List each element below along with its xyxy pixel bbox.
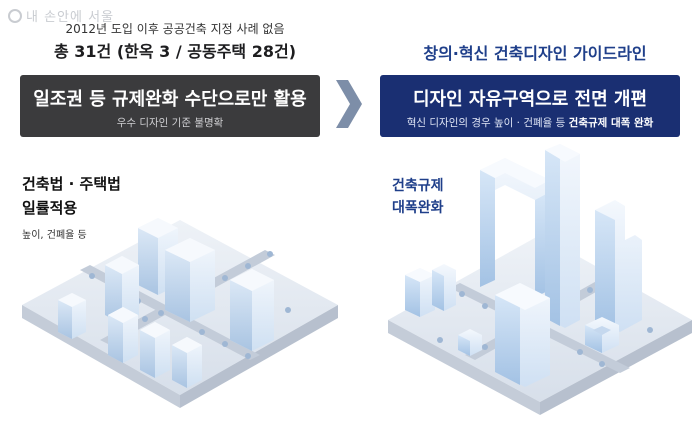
right-city-label: 건축규제 대폭완화 (392, 175, 444, 219)
left-label-line2: 일률적용 (22, 199, 78, 217)
new-policy-sub: 혁신 디자인의 경우 높이 · 건폐율 등 건축규제 대폭 완화 (406, 117, 654, 129)
left-subtitle: 2012년 도입 이후 공공건축 지정 사례 없음 (65, 22, 285, 36)
watermark: 내 손안에 서울 (8, 6, 114, 25)
chevron-right-icon (336, 80, 362, 128)
current-status-box: 일조권 등 규제완화 수단으로만 활용 우수 디자인 기준 불명확 (20, 75, 320, 137)
new-policy-box: 디자인 자유구역으로 전면 개편 혁신 디자인의 경우 높이 · 건폐율 등 건… (380, 75, 680, 137)
watermark-text: 내 손안에 서울 (26, 10, 115, 25)
left-city-illustration (22, 218, 338, 408)
left-label-small: 높이, 건폐율 등 (22, 230, 87, 241)
right-title: 창의·혁신 건축디자인 가이드라인 (423, 44, 647, 63)
current-status-sub: 우수 디자인 기준 불명확 (116, 117, 224, 129)
right-label-line1: 건축규제 (392, 178, 444, 194)
seoul-logo-icon (8, 8, 22, 23)
left-label-line1: 건축법 · 주택법 (22, 175, 121, 193)
buildings (58, 218, 274, 388)
buildings (405, 144, 642, 387)
left-city-label: 건축법 · 주택법 일률적용 (22, 172, 121, 220)
left-count: 총 31건 (한옥 3 / 공동주택 28건) (53, 42, 297, 61)
right-label-line2: 대폭완화 (392, 200, 444, 216)
new-policy-sub-bold: 건축규제 대폭 완화 (568, 117, 654, 129)
right-city-illustration (388, 144, 692, 415)
new-policy-main: 디자인 자유구역으로 전면 개편 (412, 89, 648, 110)
current-status-main: 일조권 등 규제완화 수단으로만 활용 (33, 89, 307, 110)
